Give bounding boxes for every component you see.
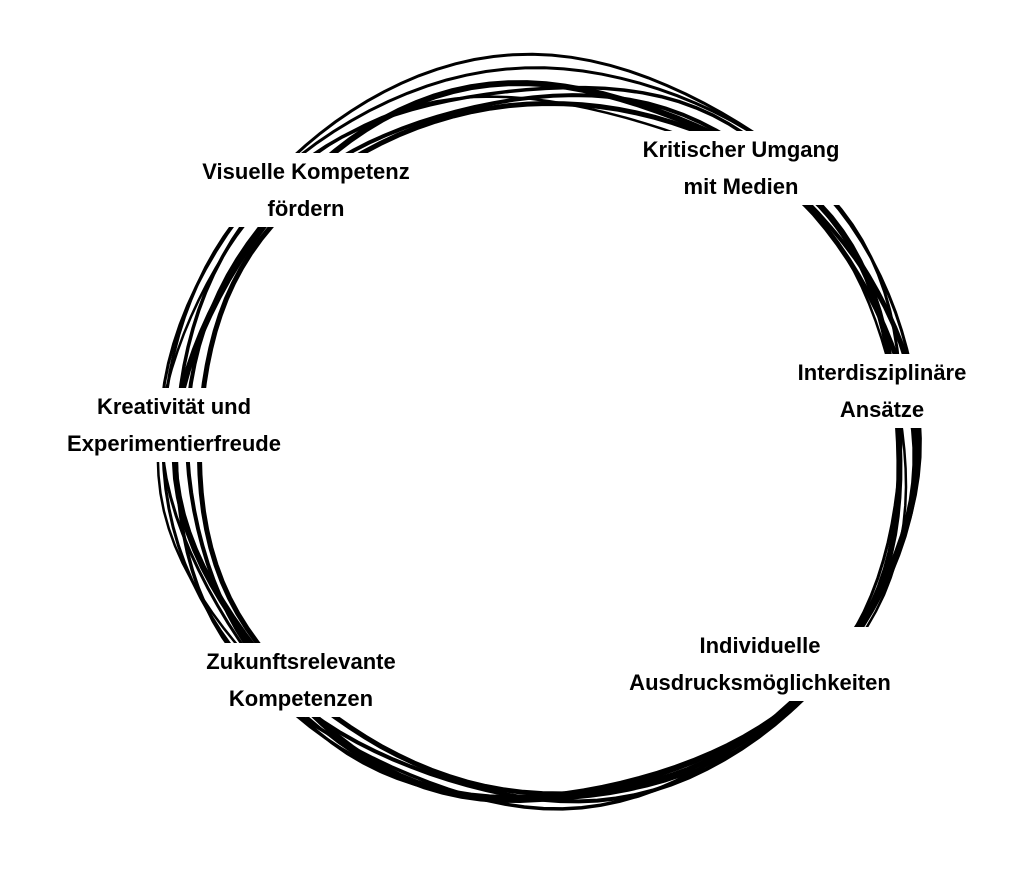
node-line-1: Kreativität und [96, 394, 252, 419]
node-line-2: Experimentierfreude [67, 431, 281, 456]
node-line-1: Visuelle Kompetenz [202, 159, 410, 184]
node-line-1: Kritischer Umgang [642, 137, 840, 162]
node-line-1: Zukunftsrelevante [206, 649, 396, 674]
node-kritischer-umgang: Kritischer Umgang mit Medien [638, 131, 844, 205]
node-interdisziplinaere-ansaetze: Interdisziplinäre Ansätze [793, 354, 971, 428]
node-line-2: Ausdrucksmöglichkeiten [629, 670, 891, 695]
node-kreativitaet-experimentierfreude: Kreativität und Experimentierfreude [63, 388, 285, 462]
node-zukunftsrelevante-kompetenzen: Zukunftsrelevante Kompetenzen [202, 643, 400, 717]
node-line-2: fördern [267, 196, 345, 221]
node-individuelle-ausdrucksmoeglichkeiten: Individuelle Ausdrucksmöglichkeiten [625, 627, 895, 701]
node-line-2: mit Medien [683, 174, 799, 199]
node-line-2: Kompetenzen [228, 686, 374, 711]
node-line-1: Individuelle [699, 633, 821, 658]
node-visuelle-kompetenz: Visuelle Kompetenz fördern [198, 153, 414, 227]
node-line-2: Ansätze [839, 397, 925, 422]
node-line-1: Interdisziplinäre [797, 360, 967, 385]
